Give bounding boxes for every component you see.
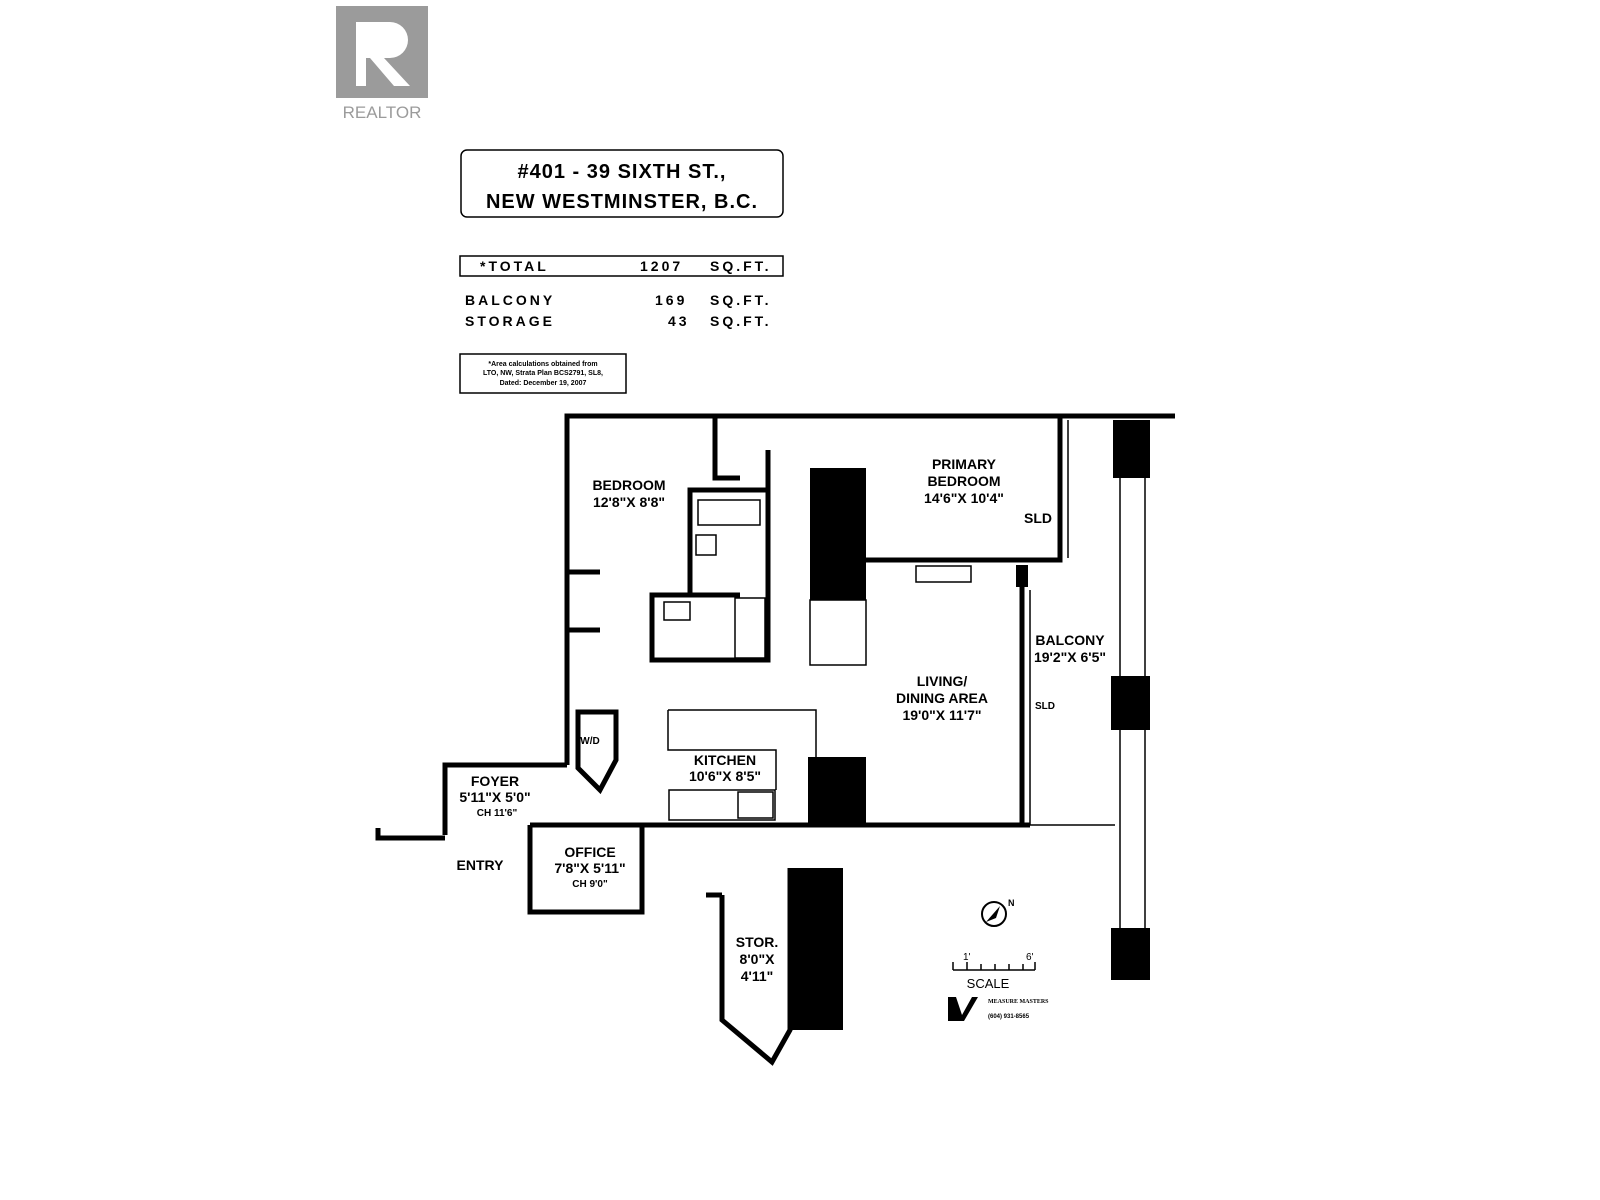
svg-text:14'6"X 10'4": 14'6"X 10'4" — [924, 490, 1004, 506]
svg-text:19'2"X 6'5": 19'2"X 6'5" — [1034, 649, 1106, 665]
svg-text:BEDROOM: BEDROOM — [927, 473, 1000, 489]
svg-text:N: N — [1008, 898, 1015, 908]
address-box: #401 - 39 SIXTH ST., NEW WESTMINSTER, B.… — [460, 149, 784, 218]
svg-text:MEASURE MASTERS: MEASURE MASTERS — [988, 999, 1049, 1005]
address-line-2: NEW WESTMINSTER, B.C. — [486, 191, 758, 213]
company-logo: MEASURE MASTERS (604) 931-8565 — [948, 997, 1049, 1021]
svg-text:8'0"X: 8'0"X — [740, 951, 776, 967]
room-primary-bedroom: PRIMARY BEDROOM 14'6"X 10'4" SLD — [924, 456, 1052, 526]
svg-text:SLD: SLD — [1035, 701, 1055, 712]
svg-text:*Area calculations obtained fr: *Area calculations obtained from — [488, 361, 597, 368]
svg-text:7'8"X 5'11": 7'8"X 5'11" — [554, 860, 625, 876]
svg-text:4'11": 4'11" — [741, 968, 774, 984]
storage-label: STORAGE — [465, 313, 555, 329]
storage-value: 43 — [668, 313, 690, 329]
room-bedroom: BEDROOM 12'8"X 8'8" — [592, 477, 665, 510]
svg-text:BEDROOM: BEDROOM — [592, 477, 665, 493]
svg-text:LIVING/: LIVING/ — [917, 673, 968, 689]
svg-text:SLD: SLD — [1024, 510, 1052, 526]
total-value: 1207 — [640, 258, 683, 274]
svg-text:(604) 931-8565: (604) 931-8565 — [988, 1014, 1030, 1020]
address-line-1: #401 - 39 SIXTH ST., — [518, 161, 727, 183]
svg-text:10'6"X 8'5": 10'6"X 8'5" — [689, 768, 761, 784]
realtor-logo-text: REALTOR — [343, 103, 422, 122]
area-note: *Area calculations obtained from LTO, NW… — [459, 353, 627, 394]
room-storage: STOR. 8'0"X 4'11" — [736, 934, 779, 984]
svg-text:STOR.: STOR. — [736, 934, 779, 950]
svg-text:19'0"X 11'7": 19'0"X 11'7" — [902, 707, 981, 723]
storage-unit: SQ.FT. — [710, 313, 772, 329]
svg-text:1': 1' — [963, 952, 971, 963]
room-office: OFFICE 7'8"X 5'11" CH 9'0" — [554, 844, 625, 890]
room-kitchen: KITCHEN 10'6"X 8'5" — [689, 752, 761, 784]
svg-text:OFFICE: OFFICE — [564, 844, 615, 860]
svg-text:FOYER: FOYER — [471, 773, 519, 789]
area-summary: *TOTAL 1207 SQ.FT. BALCONY 169 SQ.FT. ST… — [459, 255, 784, 329]
svg-text:CH 9'0": CH 9'0" — [572, 879, 608, 890]
svg-text:6': 6' — [1026, 952, 1034, 963]
walls — [375, 413, 1175, 1066]
scale-bar: 1' 6' SCALE — [952, 952, 1036, 991]
svg-text:LTO, NW, Strata Plan BCS2791,: LTO, NW, Strata Plan BCS2791, SL8, — [483, 370, 603, 377]
north-arrow-icon: N — [981, 898, 1015, 927]
svg-text:DINING AREA: DINING AREA — [896, 690, 988, 706]
svg-text:Dated: December 19, 2007: Dated: December 19, 2007 — [500, 380, 587, 387]
svg-text:SCALE: SCALE — [967, 976, 1010, 991]
svg-text:CH 11'6": CH 11'6" — [477, 808, 518, 819]
room-living-dining: LIVING/ DINING AREA 19'0"X 11'7" — [896, 673, 988, 723]
balcony-value: 169 — [655, 292, 687, 308]
realtor-logo: REALTOR — [336, 6, 428, 122]
balcony-unit: SQ.FT. — [710, 292, 772, 308]
svg-text:BALCONY: BALCONY — [1035, 632, 1105, 648]
svg-text:12'8"X 8'8": 12'8"X 8'8" — [593, 494, 665, 510]
room-balcony: BALCONY 19'2"X 6'5" SLD — [1034, 632, 1106, 712]
svg-text:5'11"X 5'0": 5'11"X 5'0" — [459, 789, 530, 805]
svg-text:KITCHEN: KITCHEN — [694, 752, 756, 768]
total-unit: SQ.FT. — [710, 258, 772, 274]
room-foyer: FOYER 5'11"X 5'0" CH 11'6" — [459, 773, 530, 819]
balcony-label: BALCONY — [465, 292, 555, 308]
total-label: *TOTAL — [480, 258, 549, 274]
washer-dryer-label: W/D — [580, 736, 599, 747]
svg-text:PRIMARY: PRIMARY — [932, 456, 997, 472]
entry-label: ENTRY — [457, 857, 505, 873]
structural-columns — [790, 420, 1150, 1030]
